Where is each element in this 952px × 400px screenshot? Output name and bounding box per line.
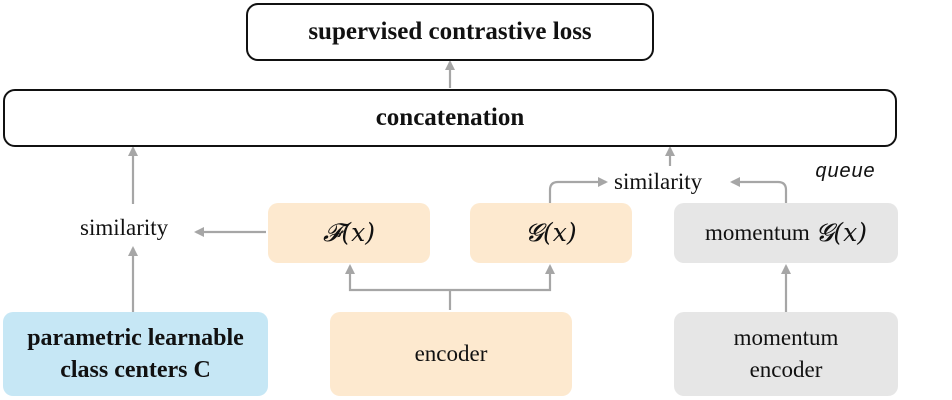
g-head-label: 𝓖(x)	[525, 218, 577, 247]
class-centers-line1: parametric learnable	[27, 325, 244, 351]
arrow-g-to-similarity	[548, 177, 608, 203]
class-centers-line2: class centers C	[60, 357, 211, 383]
momentum-encoder-line2: encoder	[749, 357, 823, 382]
momentum-g-label: 𝓖(x)	[815, 218, 867, 247]
concatenation-label: concatenation	[375, 104, 525, 131]
similarity-right-label: similarity	[614, 169, 703, 194]
loss-box: supervised contrastive loss	[246, 3, 654, 61]
encoder-label: encoder	[414, 341, 488, 366]
g-head-box: 𝓖(x)	[470, 203, 632, 263]
encoder-box: encoder	[330, 312, 572, 396]
momentum-encoder-box: momentum encoder	[674, 312, 898, 396]
momentum-encoder-line1: momentum	[733, 325, 839, 350]
arrow-encoder-to-f	[345, 264, 450, 292]
f-head-label: 𝓕(x)	[322, 218, 376, 247]
similarity-left-label: similarity	[80, 215, 169, 240]
loss-label: supervised contrastive loss	[308, 18, 592, 45]
concatenation-box: concatenation	[3, 89, 897, 147]
class-centers-box: parametric learnable class centers C	[3, 312, 268, 396]
arrow-momentum-g-to-similarity	[730, 177, 788, 203]
f-head-box: 𝓕(x)	[268, 203, 430, 263]
arrow-encoder-to-g	[450, 264, 555, 292]
momentum-g-prefix: momentum	[705, 220, 810, 245]
queue-label: queue	[815, 161, 876, 184]
momentum-g-box: momentum 𝓖(x)	[674, 203, 898, 263]
